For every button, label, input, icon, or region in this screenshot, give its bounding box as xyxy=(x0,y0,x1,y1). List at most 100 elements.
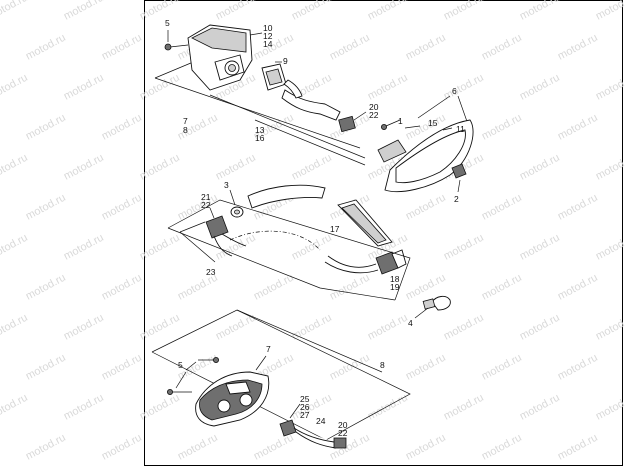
screw-part xyxy=(164,30,189,51)
watermark-text: motod.ru xyxy=(62,0,106,23)
diagram-frame xyxy=(144,0,623,466)
callout-18: 18 xyxy=(390,274,400,284)
watermark-text: motod.ru xyxy=(100,432,144,463)
watermark-text: motod.ru xyxy=(480,112,524,143)
harness-connector-part xyxy=(205,207,247,257)
fairing-trim-part xyxy=(247,184,326,209)
callout-labels: 5 10 12 14 9 20 22 7 8 13 16 6 1 15 11 2… xyxy=(165,18,465,438)
watermark-text: motod.ru xyxy=(556,432,600,463)
wire-harness-part xyxy=(281,79,367,133)
watermark-text: motod.ru xyxy=(518,392,562,423)
watermark-text: motod.ru xyxy=(518,312,562,343)
callout-27: 27 xyxy=(300,410,310,420)
watermark-text: motod.ru xyxy=(0,72,30,103)
watermark-text: motod.ru xyxy=(176,192,220,223)
watermark-text: motod.ru xyxy=(62,392,106,423)
callout-22c: 22 xyxy=(338,428,348,438)
top-assembly xyxy=(154,24,474,193)
callout-1: 1 xyxy=(398,116,403,126)
watermark-text: motod.ru xyxy=(214,152,258,183)
connector-plug-part xyxy=(375,249,407,275)
watermark-text: motod.ru xyxy=(24,32,68,63)
watermark-text: motod.ru xyxy=(24,272,68,303)
watermark-text: motod.ru xyxy=(328,272,372,303)
watermark-text: motod.ru xyxy=(290,232,334,263)
watermark-text: motod.ru xyxy=(556,32,600,63)
callout-3: 3 xyxy=(224,180,229,190)
watermark-text: motod.ru xyxy=(518,232,562,263)
watermark-text: motod.ru xyxy=(556,272,600,303)
watermark-text: motod.ru xyxy=(366,72,410,103)
watermark-text: motod.ru xyxy=(518,72,562,103)
watermark-text: motod.ru xyxy=(100,272,144,303)
watermark-text: motod.ru xyxy=(100,112,144,143)
watermark-text: motod.ru xyxy=(442,0,486,23)
callout-10: 10 xyxy=(263,23,273,33)
watermark-text: motod.ru xyxy=(328,352,372,383)
watermark-text: motod.ru xyxy=(138,152,182,183)
watermark-text: motod.ru xyxy=(0,0,30,23)
watermark-text: motod.ru xyxy=(480,432,524,463)
watermark-text: motod.ru xyxy=(556,192,600,223)
watermark-text: motod.ru xyxy=(442,72,486,103)
watermark-text: motod.ru xyxy=(0,152,30,183)
callout-14: 14 xyxy=(263,39,273,49)
callout-8b: 8 xyxy=(380,360,385,370)
watermark-text: motod.ru xyxy=(594,392,625,423)
mount-bracket-part xyxy=(377,95,474,193)
watermark-text: motod.ru xyxy=(24,432,68,463)
watermark-text: motod.ru xyxy=(252,272,296,303)
watermark-text: motod.ru xyxy=(594,72,625,103)
watermark-text: motod.ru xyxy=(594,0,625,23)
watermark-text: motod.ru xyxy=(518,152,562,183)
callout-9: 9 xyxy=(283,56,288,66)
middle-assembly xyxy=(167,184,451,319)
callout-21: 21 xyxy=(201,192,211,202)
callout-4: 4 xyxy=(408,318,413,328)
callout-19: 19 xyxy=(390,282,400,292)
callout-16: 16 xyxy=(255,133,265,143)
bulb-part xyxy=(414,295,451,319)
watermark-text: motod.ru xyxy=(442,392,486,423)
watermark-text: motod.ru xyxy=(594,232,625,263)
callout-6: 6 xyxy=(452,86,457,96)
watermark-text: motod.ru xyxy=(138,392,182,423)
leader-line xyxy=(167,227,396,301)
watermark-text: motod.ru xyxy=(404,32,448,63)
watermark-text: motod.ru xyxy=(0,232,30,263)
watermark-text: motod.ru xyxy=(100,32,144,63)
watermark-text: motod.ru xyxy=(366,392,410,423)
callout-7b: 7 xyxy=(266,344,271,354)
watermark-text: motod.ru xyxy=(404,352,448,383)
wire-cable-part xyxy=(324,261,379,274)
grommet-part xyxy=(229,189,244,218)
callout-20: 20 xyxy=(369,102,379,112)
watermark-text: motod.ru xyxy=(366,0,410,23)
watermark-text: motod.ru xyxy=(556,112,600,143)
bottom-assembly xyxy=(151,309,411,449)
callout-5b: 5 xyxy=(178,360,183,370)
watermark-text: motod.ru xyxy=(556,352,600,383)
watermark-text: motod.ru xyxy=(176,432,220,463)
watermark-text: motod.ru xyxy=(290,312,334,343)
connector-part xyxy=(261,61,287,91)
watermark-text: motod.ru xyxy=(62,152,106,183)
cable-connector-part xyxy=(279,403,347,449)
watermark-text: motod.ru xyxy=(404,432,448,463)
watermark-text: motod.ru xyxy=(62,312,106,343)
watermark-text: motod.ru xyxy=(366,312,410,343)
watermark-text: motod.ru xyxy=(404,192,448,223)
watermark-text: motod.ru xyxy=(252,32,296,63)
callout-2: 2 xyxy=(454,194,459,204)
leader-line xyxy=(254,119,366,166)
leader-line xyxy=(167,199,411,301)
watermark-text: motod.ru xyxy=(480,352,524,383)
watermark-text: motod.ru xyxy=(594,312,625,343)
watermark-text: motod.ru xyxy=(252,432,296,463)
watermark-text: motod.ru xyxy=(442,232,486,263)
watermark-text: motod.ru xyxy=(62,72,106,103)
watermark-text: motod.ru xyxy=(594,152,625,183)
